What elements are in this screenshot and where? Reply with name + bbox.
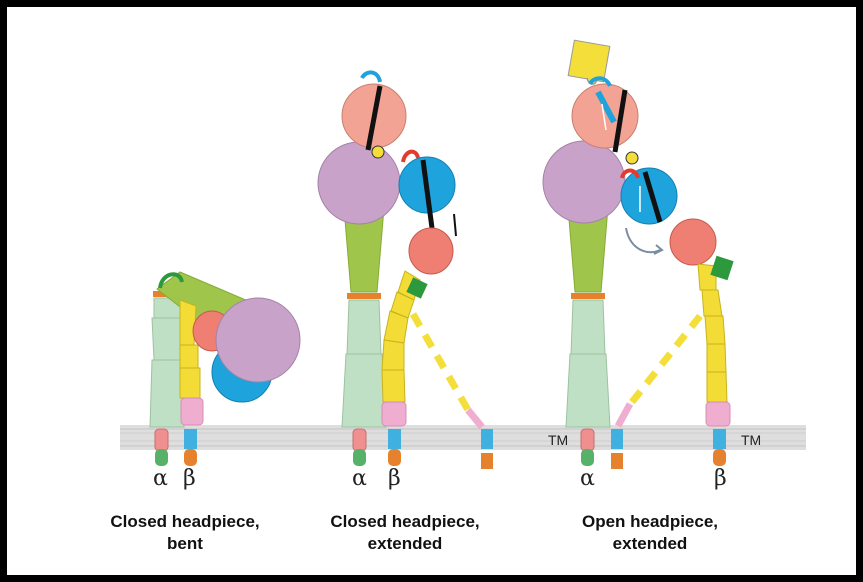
- alpha-leg: [150, 291, 184, 427]
- hybrid-domain: [409, 228, 453, 274]
- beta-propeller: [216, 298, 300, 382]
- dissociated-linker: [413, 314, 468, 410]
- dissociated-linker: [632, 316, 700, 402]
- alpha-tail: [155, 449, 168, 466]
- tm-label-left: TM: [548, 432, 568, 448]
- alpha-leg: [342, 208, 386, 466]
- caption-line-1: Open headpiece,: [555, 511, 745, 533]
- caption-line-1: Closed headpiece,: [90, 511, 280, 533]
- linker-node: [372, 146, 384, 158]
- cell-membrane: [120, 425, 806, 450]
- caption-line-1: Closed headpiece,: [305, 511, 505, 533]
- caption-line-2: bent: [90, 533, 280, 555]
- beta-label: β: [388, 466, 401, 491]
- caption-line-2: extended: [555, 533, 745, 555]
- linker-node: [626, 152, 638, 164]
- beta-propeller: [543, 141, 625, 223]
- caption-bent-closed: Closed headpiece, bent: [90, 511, 280, 555]
- alpha-leg: [566, 207, 610, 466]
- hybrid-domain: [670, 219, 716, 265]
- alpha-label: α: [153, 466, 168, 491]
- beta-label: β: [714, 466, 727, 491]
- caption-extended-open: Open headpiece, extended: [555, 511, 745, 555]
- betaI-domain: [621, 168, 677, 224]
- integrin-extended-closed: [318, 72, 493, 469]
- integrin-extended-open: [543, 40, 734, 469]
- alpha-label: α: [352, 466, 367, 491]
- beta-tail: [184, 449, 197, 466]
- caption-extended-closed: Closed headpiece, extended: [305, 511, 505, 555]
- beta-label: β: [183, 466, 196, 491]
- ligand: [568, 40, 610, 82]
- swing-out-arrow: [626, 228, 660, 252]
- beta-tm: [184, 429, 197, 449]
- caption-line-2: extended: [305, 533, 505, 555]
- tm-label-right: TM: [741, 432, 761, 448]
- alpha-label: α: [580, 466, 595, 491]
- psi-domain: [572, 84, 638, 148]
- alpha-tm: [155, 429, 168, 451]
- beta-propeller: [318, 142, 400, 224]
